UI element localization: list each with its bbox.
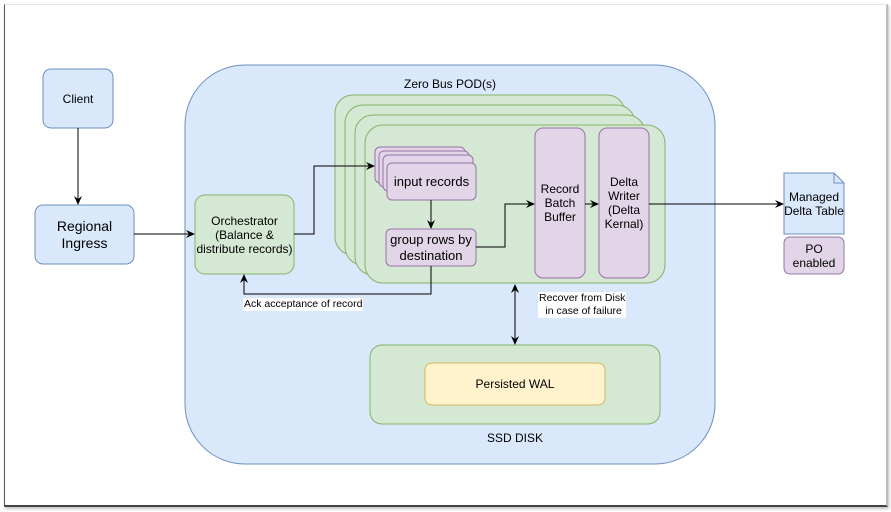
ack-edge-label: Ack acceptance of record bbox=[243, 298, 364, 311]
group-rows-label: group rows by destination bbox=[390, 231, 472, 263]
delta-writer-node[interactable] bbox=[598, 127, 650, 279]
input-records-label: input records bbox=[393, 173, 470, 189]
edge-orchestrator-to-input-records bbox=[294, 162, 375, 235]
zero-bus-pod-label: Zero Bus POD(s) bbox=[403, 77, 496, 91]
po-enabled-label: PO enabled bbox=[792, 241, 836, 270]
managed-delta-table-node[interactable] bbox=[783, 172, 845, 235]
ssd-disk-label: SSD DISK bbox=[486, 431, 543, 445]
delta-writer-label: Delta Writer (Delta Kernal) bbox=[604, 175, 644, 231]
persisted-wal-node[interactable] bbox=[424, 362, 606, 406]
recover-edge-label: Recover from Disk in case of failure bbox=[538, 292, 627, 318]
po-enabled-node[interactable] bbox=[783, 236, 845, 275]
record-batch-buffer-label: Record Batch Buffer bbox=[540, 182, 580, 224]
edge-ack-to-orchestrator bbox=[240, 266, 432, 295]
orchestrator-label: Orchestrator (Balance & distribute recor… bbox=[196, 213, 293, 256]
client-label: Client bbox=[62, 91, 94, 106]
note-fold-icon bbox=[833, 173, 844, 184]
regional-ingress-label: Regional Ingress bbox=[56, 217, 113, 251]
record-batch-buffer-node[interactable] bbox=[534, 127, 586, 279]
managed-delta-table-label: Managed Delta Table bbox=[784, 189, 844, 218]
edge-group-to-buffer bbox=[476, 200, 535, 248]
persisted-wal-label: Persisted WAL bbox=[475, 377, 555, 391]
